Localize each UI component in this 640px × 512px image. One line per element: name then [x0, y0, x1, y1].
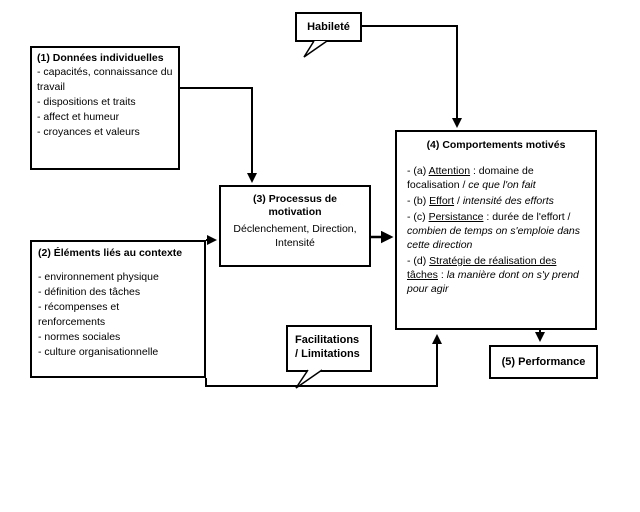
- behavior-b-detail: intensité des efforts: [462, 195, 554, 207]
- box-comportements-motives: (4) Comportements motivés - (a) Attentio…: [395, 130, 597, 330]
- box3-title: (3) Processus de motivation: [252, 193, 338, 218]
- box1-item: - dispositions et traits: [37, 96, 136, 108]
- box-processus-motivation: (3) Processus de motivation Déclenchemen…: [219, 185, 371, 267]
- box2-item: - culture organisationnelle: [38, 346, 159, 358]
- arrow-habilete-to-comportements: [362, 25, 462, 128]
- box4-title: (4) Comportements motivés: [426, 139, 566, 151]
- box2-title: (2) Éléments liés au contexte: [38, 247, 183, 259]
- box2-item: - environnement physique: [38, 271, 159, 283]
- box-performance: (5) Performance: [489, 345, 598, 379]
- box-elements-contexte: (2) Éléments liés au contexte - environn…: [30, 240, 206, 378]
- behavior-item-effort: - (b) Effort / intensité des efforts: [407, 194, 585, 208]
- box1-item: - affect et humeur: [37, 111, 120, 123]
- habilete-callout: Habileté: [295, 12, 362, 42]
- box2-item: - normes sociales: [38, 331, 121, 343]
- behavior-c-mid: : durée de l'effort /: [483, 211, 571, 223]
- behavior-d-prefix: - (d): [407, 255, 430, 267]
- facilitations-label: Facilitations / Limitations: [295, 334, 360, 360]
- behavior-a-term: Attention: [428, 165, 471, 177]
- box1-item: - capacités, connaissance du travail: [37, 66, 173, 93]
- habilete-callout-tail: [303, 40, 328, 58]
- behavior-b-prefix: - (b): [407, 195, 430, 207]
- box2-item: - définition des tâches: [38, 286, 141, 298]
- habilete-label: Habileté: [307, 21, 350, 33]
- facilitations-callout-tail: [295, 369, 323, 389]
- behavior-c-prefix: - (c): [407, 211, 429, 223]
- behavior-d-detail: la manière dont on s'y prend pour agir: [407, 269, 579, 295]
- behavior-item-persistance: - (c) Persistance : durée de l'effort / …: [407, 210, 585, 252]
- behavior-c-term: Persistance: [428, 211, 484, 223]
- box1-title: (1) Données individuelles: [37, 52, 164, 64]
- box5-title: (5) Performance: [501, 356, 586, 368]
- behavior-item-strategie: - (d) Stratégie de réalisation des tâche…: [407, 254, 585, 296]
- box2-item: - récompenses et renforcements: [38, 301, 120, 328]
- behavior-b-term: Effort: [429, 195, 455, 207]
- behavior-a-prefix: - (a): [407, 165, 429, 177]
- behavior-d-term: Stratégie de réalisation des tâches: [407, 255, 557, 281]
- box-donnees-individuelles: (1) Données individuelles - capacités, c…: [30, 46, 180, 170]
- behavior-b-mid: /: [454, 195, 463, 207]
- behavior-item-attention: - (a) Attention : domaine de focalisatio…: [407, 164, 585, 192]
- behavior-a-mid: : domaine de focalisation /: [407, 165, 534, 191]
- behavior-d-mid: :: [437, 269, 447, 281]
- box3-subtitle: Déclenchement, Direction, Intensité: [233, 223, 357, 249]
- behavior-c-detail: combien de temps on s'emploie dans cette…: [407, 225, 581, 251]
- arrow-donnees-to-processus: [178, 87, 257, 183]
- behavior-a-detail: ce que l'on fait: [468, 179, 536, 191]
- box1-item: - croyances et valeurs: [37, 126, 140, 138]
- facilitations-callout: Facilitations / Limitations: [286, 325, 372, 372]
